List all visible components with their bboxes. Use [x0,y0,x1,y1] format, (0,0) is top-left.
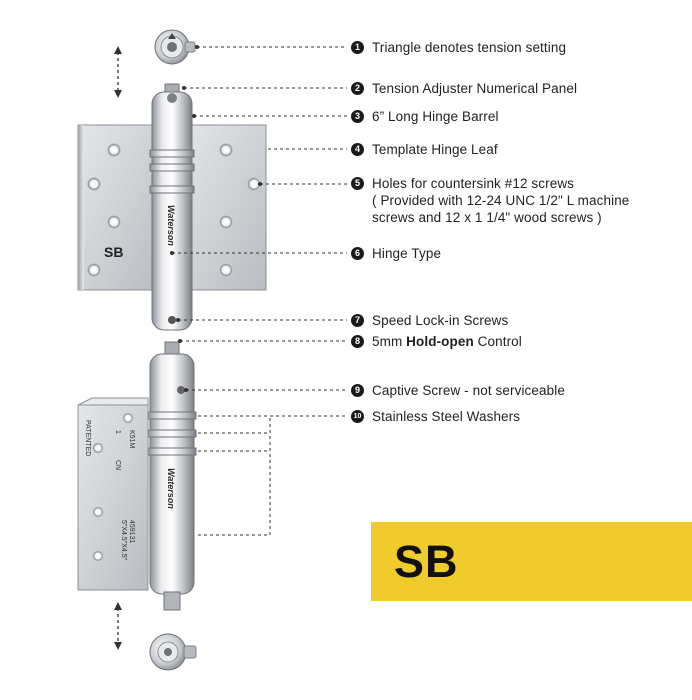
stamp-cn: CN [114,460,121,470]
callout-number-8: 8 [351,335,364,348]
callout-number-7: 7 [351,314,364,327]
callout-text-6: Hinge Type [372,246,442,261]
arrow-up-down-top [114,46,122,98]
callout-number-5: 5 [351,177,364,190]
leader-end-dots [170,45,262,392]
stamp-model: K51M [128,430,135,448]
hinge-type-badge-text: SB [394,535,459,587]
arrow-up-down-bottom [114,602,122,650]
callout-text-5-line-3: screws and 12 x 1 1/4" wood screws ) [372,210,602,225]
callout-4: 4 Template Hinge Leaf [351,141,498,158]
hinge-type-badge: SB [371,522,692,601]
tension-knob-top [154,29,196,65]
callout-2: 2 Tension Adjuster Numerical Panel [351,80,577,97]
callout-text-5: Holes for countersink #12 screws ( Provi… [372,175,629,226]
callout-1: 1 Triangle denotes tension setting [351,39,566,56]
callout-text-5-line-1: Holes for countersink #12 screws [372,176,575,191]
callout-text-3: 6” Long Hinge Barrel [372,109,499,124]
stamp-patent-number: 459131 [128,520,135,543]
callout-text-2: Tension Adjuster Numerical Panel [372,81,578,96]
countersink-holes-upper [87,143,261,277]
callout-10: 10 Stainless Steel Washers [351,408,520,425]
callout-text-8-a: 5mm [372,334,407,349]
hinge-barrel-upper [149,83,195,331]
callout-text-4: Template Hinge Leaf [372,142,498,157]
template-hinge-leaf-lower [77,397,149,591]
callout-5: 5 Holes for countersink #12 screws ( Pro… [351,175,629,226]
callout-text-1: Triangle denotes tension setting [372,40,567,55]
leader-lines [172,46,347,536]
hinge-type-label: SB [104,244,124,260]
callout-7: 7 Speed Lock-in Screws [351,312,508,329]
callout-number-3: 3 [351,110,364,123]
callout-number-2: 2 [351,82,364,95]
brand-logo-lower: Waterson [166,468,176,509]
brand-logo-upper: Waterson [166,205,176,246]
stamp-dimensions: 5"X4.5"X4.5" [120,520,127,561]
leaf-stamps: K51M 1 CN PATENTED 459131 5"X4.5"X4.5" [84,420,135,561]
callout-text-7: Speed Lock-in Screws [372,313,509,328]
callout-text-8-bold: Hold-open [406,334,474,349]
callout-9: 9 Captive Screw - not serviceable [351,382,565,399]
stamp-size-1: 1 [114,430,121,434]
callout-number-9: 9 [351,384,364,397]
callout-3: 3 6” Long Hinge Barrel [351,108,499,125]
callout-text-8-b: Control [473,334,522,349]
callout-number-4: 4 [351,143,364,156]
tension-knob-bottom [149,633,197,671]
callout-number-6: 6 [351,247,364,260]
hinge-barrel-lower [147,341,197,611]
callout-text-9: Captive Screw - not serviceable [372,383,565,398]
callout-number-10: 10 [351,410,364,423]
callout-6: 6 Hinge Type [351,245,441,262]
callout-text-10: Stainless Steel Washers [372,409,521,424]
callout-number-1: 1 [351,41,364,54]
callout-8: 8 5mm Hold-open Control [351,333,522,350]
callout-text-8: 5mm Hold-open Control [372,333,522,350]
callout-text-5-line-2: ( Provided with 12-24 UNC 1/2" L machine [372,193,630,208]
stamp-patented: PATENTED [84,420,91,456]
